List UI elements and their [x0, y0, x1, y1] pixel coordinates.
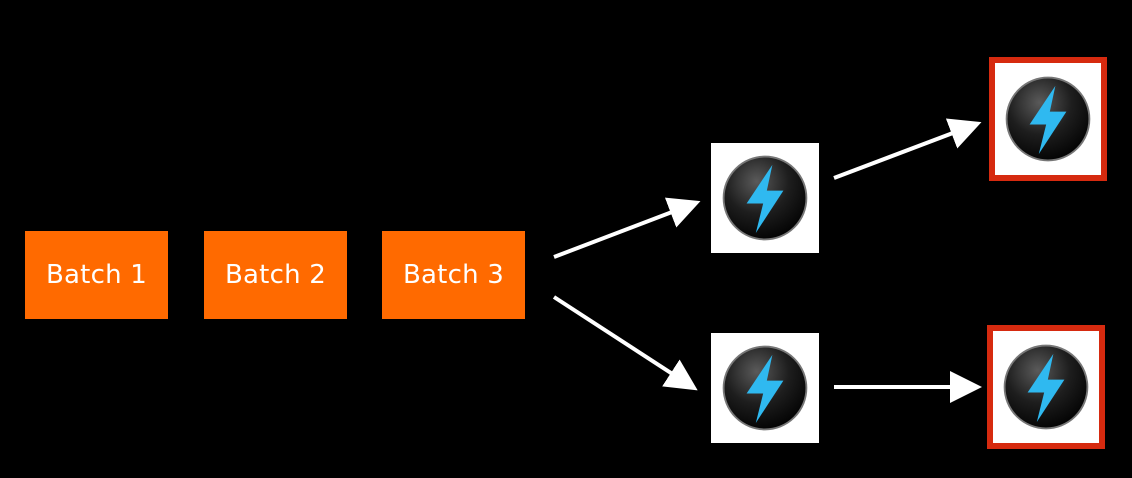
batch-3-label: Batch 3	[403, 260, 504, 290]
batch-2-box: Batch 2	[204, 231, 347, 319]
batch-1-box: Batch 1	[25, 231, 168, 319]
batch-3-box: Batch 3	[382, 231, 525, 319]
lightning-bolt-icon	[722, 155, 808, 241]
lightning-bolt-icon	[722, 345, 808, 431]
node-right-top	[989, 57, 1107, 181]
batch-1-label: Batch 1	[46, 260, 147, 290]
node-mid-bottom	[711, 333, 819, 443]
arrow-batch3-to-mid-top	[553, 197, 701, 259]
arrow-mid-top-to-right-top	[833, 118, 982, 180]
lightning-bolt-icon	[1003, 344, 1089, 430]
node-mid-top	[711, 143, 819, 253]
lightning-bolt-icon	[1005, 76, 1091, 162]
batch-2-label: Batch 2	[225, 260, 326, 290]
node-right-bottom	[987, 325, 1105, 449]
arrow-batch3-to-mid-bottom	[552, 295, 698, 391]
